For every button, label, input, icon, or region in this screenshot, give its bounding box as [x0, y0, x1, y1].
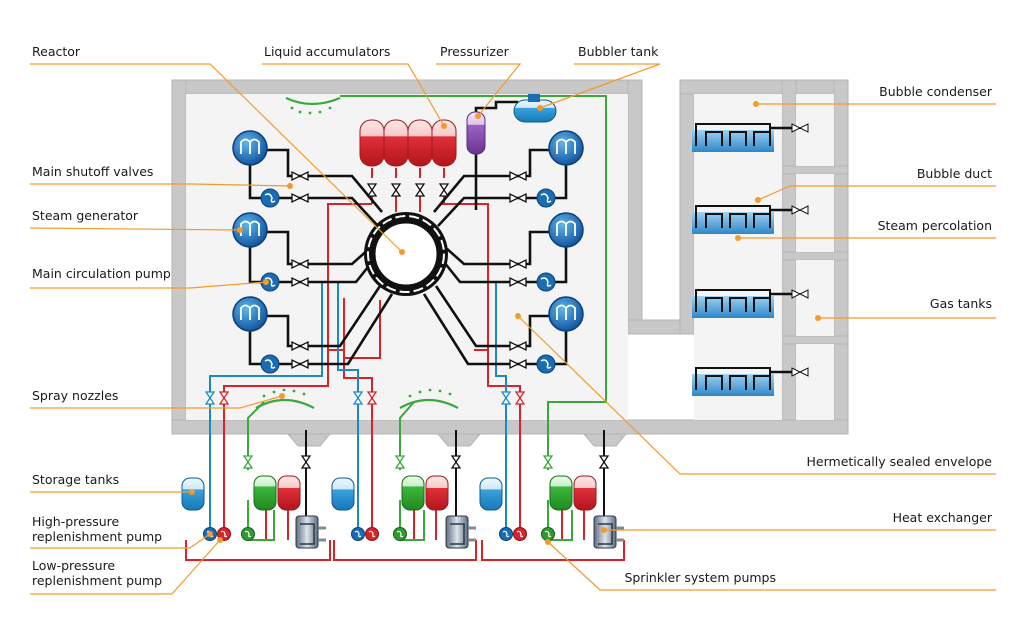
steam-generator-icon: [232, 130, 268, 166]
accumulator-icon: [383, 119, 409, 167]
accumulator-icon: [407, 119, 433, 167]
bottom-piping: [185, 510, 625, 561]
pump-icon: [513, 527, 527, 541]
label-liquid-accumulators: Liquid accumulators: [264, 44, 390, 59]
label-gas-tanks: Gas tanks: [930, 296, 992, 311]
labels: Reactor Liquid accumulators Pressurizer …: [32, 44, 993, 588]
label-storage-tanks: Storage tanks: [32, 472, 119, 487]
tank-icon: [573, 475, 597, 511]
heat-exchanger-icon: [445, 515, 476, 549]
valve-icon: [509, 170, 527, 182]
label-spray-nozzles: Spray nozzles: [32, 388, 118, 403]
green-pump-lines: [248, 510, 573, 541]
bubble-condenser-trays: [692, 123, 809, 396]
steam-generator-icon: [548, 296, 584, 332]
steam-generator-icon: [232, 212, 268, 248]
gas-tank-room-3: [796, 260, 834, 336]
valve-icon: [291, 358, 309, 370]
spray-nozzles: [255, 96, 459, 409]
valve-icon: [390, 183, 402, 197]
reactor: [364, 212, 448, 296]
tank-icon: [331, 477, 355, 511]
cold-leg-piping: [209, 282, 507, 540]
label-steam-percolation: Steam percolation: [878, 218, 992, 233]
label-high-pressure-2: replenishment pump: [32, 529, 162, 544]
steam-generator-icon: [232, 296, 268, 332]
tank-icon: [253, 475, 277, 511]
label-sprinkler-system-pumps: Sprinkler system pumps: [624, 570, 776, 585]
steam-generator-icon: [548, 130, 584, 166]
replenishment-pumps: [203, 527, 555, 541]
valve-icon: [509, 358, 527, 370]
heat-exchangers: [295, 515, 624, 549]
pump-icon: [260, 188, 280, 208]
tank-icon: [277, 475, 301, 511]
valve-icon: [509, 340, 527, 352]
gas-tank-room-2: [796, 174, 834, 252]
label-main-shutoff-valves: Main shutoff valves: [32, 164, 153, 179]
valve-icon: [509, 192, 527, 204]
loop-valves: [204, 391, 554, 469]
valve-icon: [291, 170, 309, 182]
label-bubbler-tank: Bubbler tank: [578, 44, 659, 59]
spray-droplets: [262, 106, 452, 398]
valve-icon: [438, 183, 450, 197]
label-main-circulation-pump: Main circulation pump: [32, 266, 171, 281]
valve-icon: [291, 258, 309, 270]
valve-icon: [509, 276, 527, 288]
valve-icon: [414, 183, 426, 197]
tank-icon: [479, 477, 503, 511]
valve-icon: [291, 340, 309, 352]
sprinkler-tanks: [253, 475, 597, 511]
label-reactor: Reactor: [32, 44, 81, 59]
label-bubble-duct: Bubble duct: [917, 166, 992, 181]
main-circulation-pumps: [260, 188, 556, 374]
pump-icon: [351, 527, 365, 541]
pump-icon: [365, 527, 379, 541]
main-shutoff-valves: [291, 170, 610, 469]
valve-icon: [366, 183, 378, 197]
steam-generator-icon: [548, 212, 584, 248]
label-heat-exchanger: Heat exchanger: [893, 510, 993, 525]
pump-icon: [536, 272, 556, 292]
liquid-accumulators: [359, 119, 457, 167]
tank-icon: [401, 475, 425, 511]
label-pressurizer: Pressurizer: [440, 44, 510, 59]
valve-icon: [291, 276, 309, 288]
label-low-pressure-2: replenishment pump: [32, 573, 162, 588]
tank-icon: [425, 475, 449, 511]
label-steam-generator: Steam generator: [32, 208, 139, 223]
gas-tank-room-1: [796, 94, 834, 166]
heat-exchanger-icon: [295, 515, 326, 549]
pressurizer: [466, 111, 486, 155]
pump-icon: [536, 354, 556, 374]
black-pump-lines: [305, 430, 605, 520]
label-bubble-condenser: Bubble condenser: [879, 84, 993, 99]
leader-lines: [29, 63, 996, 595]
pump-icon: [393, 527, 407, 541]
pump-icon: [541, 527, 555, 541]
heat-exchanger-icon: [593, 515, 624, 549]
label-high-pressure-1: High-pressure: [32, 514, 120, 529]
valve-icon: [300, 455, 312, 469]
valve-icon: [450, 455, 462, 469]
valve-icon: [291, 192, 309, 204]
tank-icon: [549, 475, 573, 511]
pump-icon: [499, 527, 513, 541]
label-hermetically-sealed-envelope: Hermetically sealed envelope: [807, 454, 993, 469]
storage-tanks: [181, 477, 503, 511]
pump-icon: [241, 527, 255, 541]
accumulator-icon: [359, 119, 385, 167]
steam-generators: [232, 130, 584, 332]
pump-icon: [260, 354, 280, 374]
valve-icon: [509, 258, 527, 270]
valve-icon: [598, 455, 610, 469]
gas-tank-room-4: [796, 344, 834, 420]
pump-icon: [536, 188, 556, 208]
label-low-pressure-1: Low-pressure: [32, 558, 115, 573]
accumulator-icon: [431, 119, 457, 167]
